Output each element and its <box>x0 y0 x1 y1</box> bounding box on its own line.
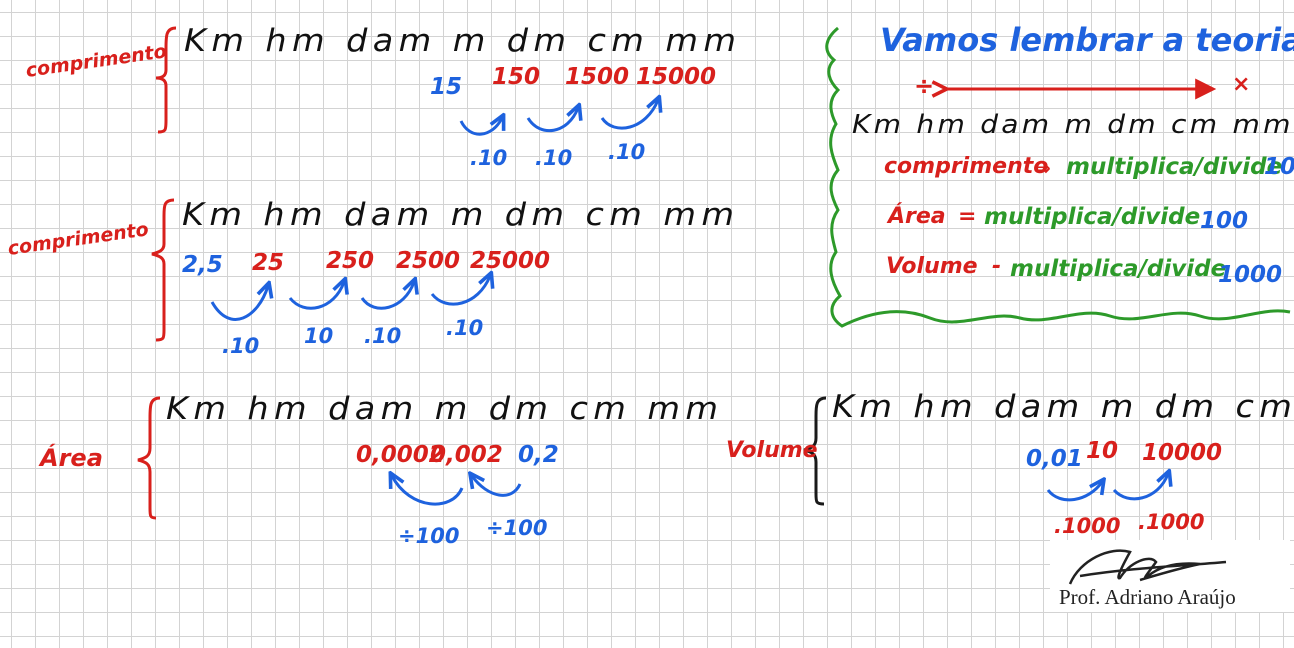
row2-op-3: .10 <box>364 324 402 348</box>
row2-value-3: 250 <box>326 248 375 274</box>
theory-line2-text: multiplica/divide <box>984 204 1201 230</box>
row4-units: Km hm dam m dm cm mm <box>832 389 1294 425</box>
brace-row2 <box>151 198 175 342</box>
row3-value-1: 0,0002 <box>356 442 445 468</box>
row1-value-2: 150 <box>492 64 541 90</box>
row1-op-2: .10 <box>535 146 573 170</box>
row3-value-3: 0,2 <box>518 442 559 468</box>
theory-line1-label: comprimento <box>884 154 1049 179</box>
row3-value-2: 0,002 <box>430 442 503 468</box>
row1-op-3: .10 <box>608 140 646 164</box>
row4-value-1: 0,01 <box>1026 446 1083 472</box>
theory-line2-equals: = <box>958 204 977 229</box>
row3-label: Área <box>40 444 103 472</box>
row4-op-1: .1000 <box>1054 514 1121 538</box>
theory-line3-factor: 1000 <box>1218 262 1283 288</box>
theory-divide-sign: ÷ <box>914 72 935 100</box>
signature-name: Prof. Adriano Araújo <box>1059 585 1236 609</box>
theory-line3-dash: - <box>992 254 1002 279</box>
row2-value-5: 25000 <box>470 248 551 274</box>
row4-value-2: 10 <box>1086 438 1119 464</box>
theory-line2-factor: 100 <box>1200 208 1249 234</box>
theory-line1-factor: 10 <box>1264 154 1294 180</box>
row2-value-2: 25 <box>252 250 285 276</box>
theory-units: Km hm dam m dm cm mm <box>852 110 1294 140</box>
row1-op-1: .10 <box>470 146 508 170</box>
brace-row3 <box>137 396 161 520</box>
row2-op-4: .10 <box>446 316 484 340</box>
theory-line2-label: Área <box>888 204 946 229</box>
theory-line3-text: multiplica/divide <box>1010 256 1227 282</box>
brace-row4 <box>803 396 827 506</box>
row1-units: Km hm dam m dm cm mm <box>184 23 742 59</box>
theory-line1-arrow: ⇒ <box>1034 156 1051 180</box>
row4-op-2: .1000 <box>1138 510 1205 534</box>
theory-title: Vamos lembrar a teoria <box>880 21 1294 59</box>
signature-scribble <box>1068 549 1227 585</box>
theory-multiply-sign: × <box>1232 72 1251 97</box>
row3-op-1: ÷100 <box>398 524 460 548</box>
signature-area <box>1050 540 1290 612</box>
theory-line1-text: multiplica/divide <box>1066 154 1283 180</box>
row4-label: Volume <box>726 438 818 463</box>
row1-value-4: 15000 <box>636 64 717 90</box>
row3-units: Km hm dam m dm cm mm <box>166 391 724 427</box>
row2-units: Km hm dam m dm cm mm <box>182 197 740 233</box>
theory-line3-label: Volume <box>886 254 978 279</box>
row3-op-2: ÷100 <box>486 516 548 540</box>
row2-value-1: 2,5 <box>182 252 223 278</box>
row2-op-2: 10 <box>304 324 334 348</box>
row4-value-3: 10000 <box>1142 440 1223 466</box>
row2-value-4: 2500 <box>396 248 461 274</box>
brace-row1 <box>155 26 177 134</box>
theory-frame <box>825 26 1291 328</box>
row2-op-1: .10 <box>222 334 260 358</box>
row1-value-3: 1500 <box>565 64 630 90</box>
row1-value-1: 15 <box>430 74 463 100</box>
